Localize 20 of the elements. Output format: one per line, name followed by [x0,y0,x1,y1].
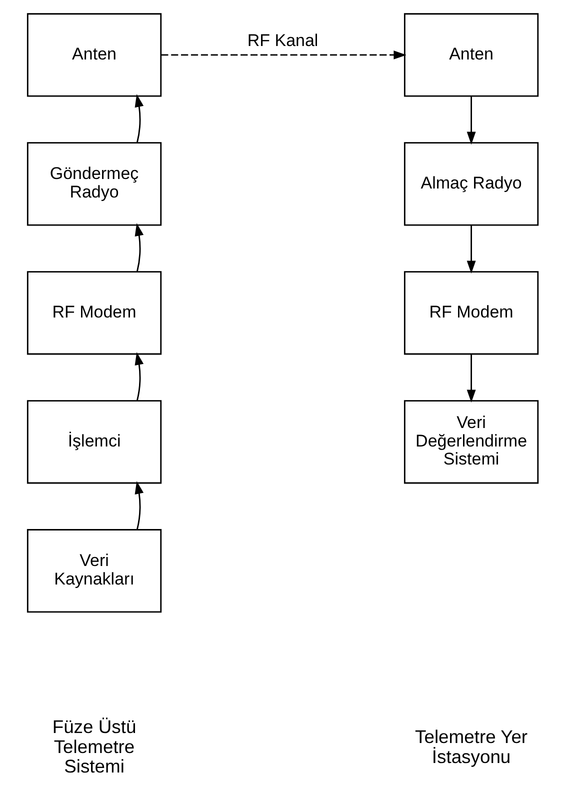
arrow [134,94,144,143]
node-box: Almaç Radyo [403,142,538,226]
node-box: Veri Kaynakları [26,529,162,613]
edge-label: RF Kanal [246,30,318,50]
node-box: Anten [26,13,162,97]
arrow [466,225,476,274]
node-box: Anten [403,13,538,97]
arrow [134,223,144,272]
arrow [466,96,476,145]
arrow [134,352,144,401]
node-box: RF Modem [403,271,538,355]
label: Füze Üstü Telemetre Sistemi [52,716,136,777]
label: Telemetre Yer İstasyonu [414,726,528,767]
arrow [160,50,406,60]
node-box: Göndermeç Radyo [26,142,162,226]
arrow [466,354,476,403]
node-box: İşlemci [26,400,162,484]
arrow [134,481,144,530]
node-box: RF Modem [26,271,162,355]
node-box: Veri Değerlendirme Sistemi [403,400,538,484]
